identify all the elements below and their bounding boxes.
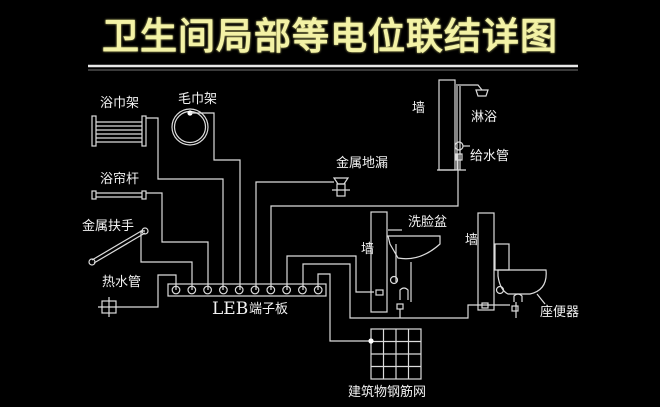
washbasin-icon — [375, 229, 441, 318]
label-leb: LEB — [212, 299, 248, 319]
label-toilet: 座便器 — [540, 305, 579, 320]
bonding-wires — [120, 112, 510, 342]
wire-bath-towel-rack — [146, 117, 224, 290]
label-hot-water-pipe: 热水管 — [102, 275, 141, 290]
shower-icon — [454, 84, 489, 170]
wire-rebar-mesh — [317, 273, 371, 342]
wire-floor-drain — [255, 181, 334, 290]
label-shower: 淋浴 — [471, 110, 497, 125]
wire-towel-ring — [190, 112, 241, 290]
label-metal-handrail: 金属扶手 — [82, 218, 134, 234]
metal-handrail-icon — [88, 227, 149, 266]
label-bath-towel-rack: 浴巾架 — [100, 96, 139, 111]
label-towel-ring: 毛巾架 — [178, 92, 217, 107]
wire-curtain-rod — [146, 192, 209, 290]
curtain-rod-icon — [91, 190, 147, 200]
wire-hot-water-pipe — [120, 274, 177, 308]
wire-basin — [286, 255, 374, 293]
label-curtain-rod: 浴帘杆 — [100, 171, 139, 187]
floor-drain-icon — [332, 177, 350, 197]
label-wall-toilet: 墙 — [465, 233, 478, 248]
toilet-icon — [481, 243, 547, 318]
wire-shower — [270, 154, 459, 290]
terminal-5 — [234, 285, 244, 295]
label-water-supply-pipe: 给水管 — [470, 149, 509, 164]
label-rebar-mesh: 建筑物钢筋网 — [348, 384, 426, 400]
label-leb-suffix: 端子板 — [249, 302, 288, 317]
basin-wall — [370, 211, 388, 313]
shower-wall — [437, 79, 466, 171]
terminal-6 — [250, 285, 260, 295]
toilet-wall — [477, 212, 495, 311]
label-wall-basin: 墙 — [361, 242, 374, 257]
towel-ring-icon — [171, 108, 209, 146]
label-washbasin: 洗脸盆 — [408, 215, 447, 230]
title-underline — [88, 64, 578, 71]
bath-towel-rack-icon — [91, 115, 147, 147]
label-wall-shower: 墙 — [412, 101, 425, 116]
rebar-mesh-icon — [368, 328, 422, 380]
label-floor-drain: 金属地漏 — [336, 155, 388, 171]
wire-toilet — [302, 263, 510, 319]
hot-water-pipe-icon — [98, 297, 120, 317]
diagram-title: 卫生间局部等电位联结详图 — [102, 15, 558, 58]
wire-handrail — [140, 230, 193, 290]
